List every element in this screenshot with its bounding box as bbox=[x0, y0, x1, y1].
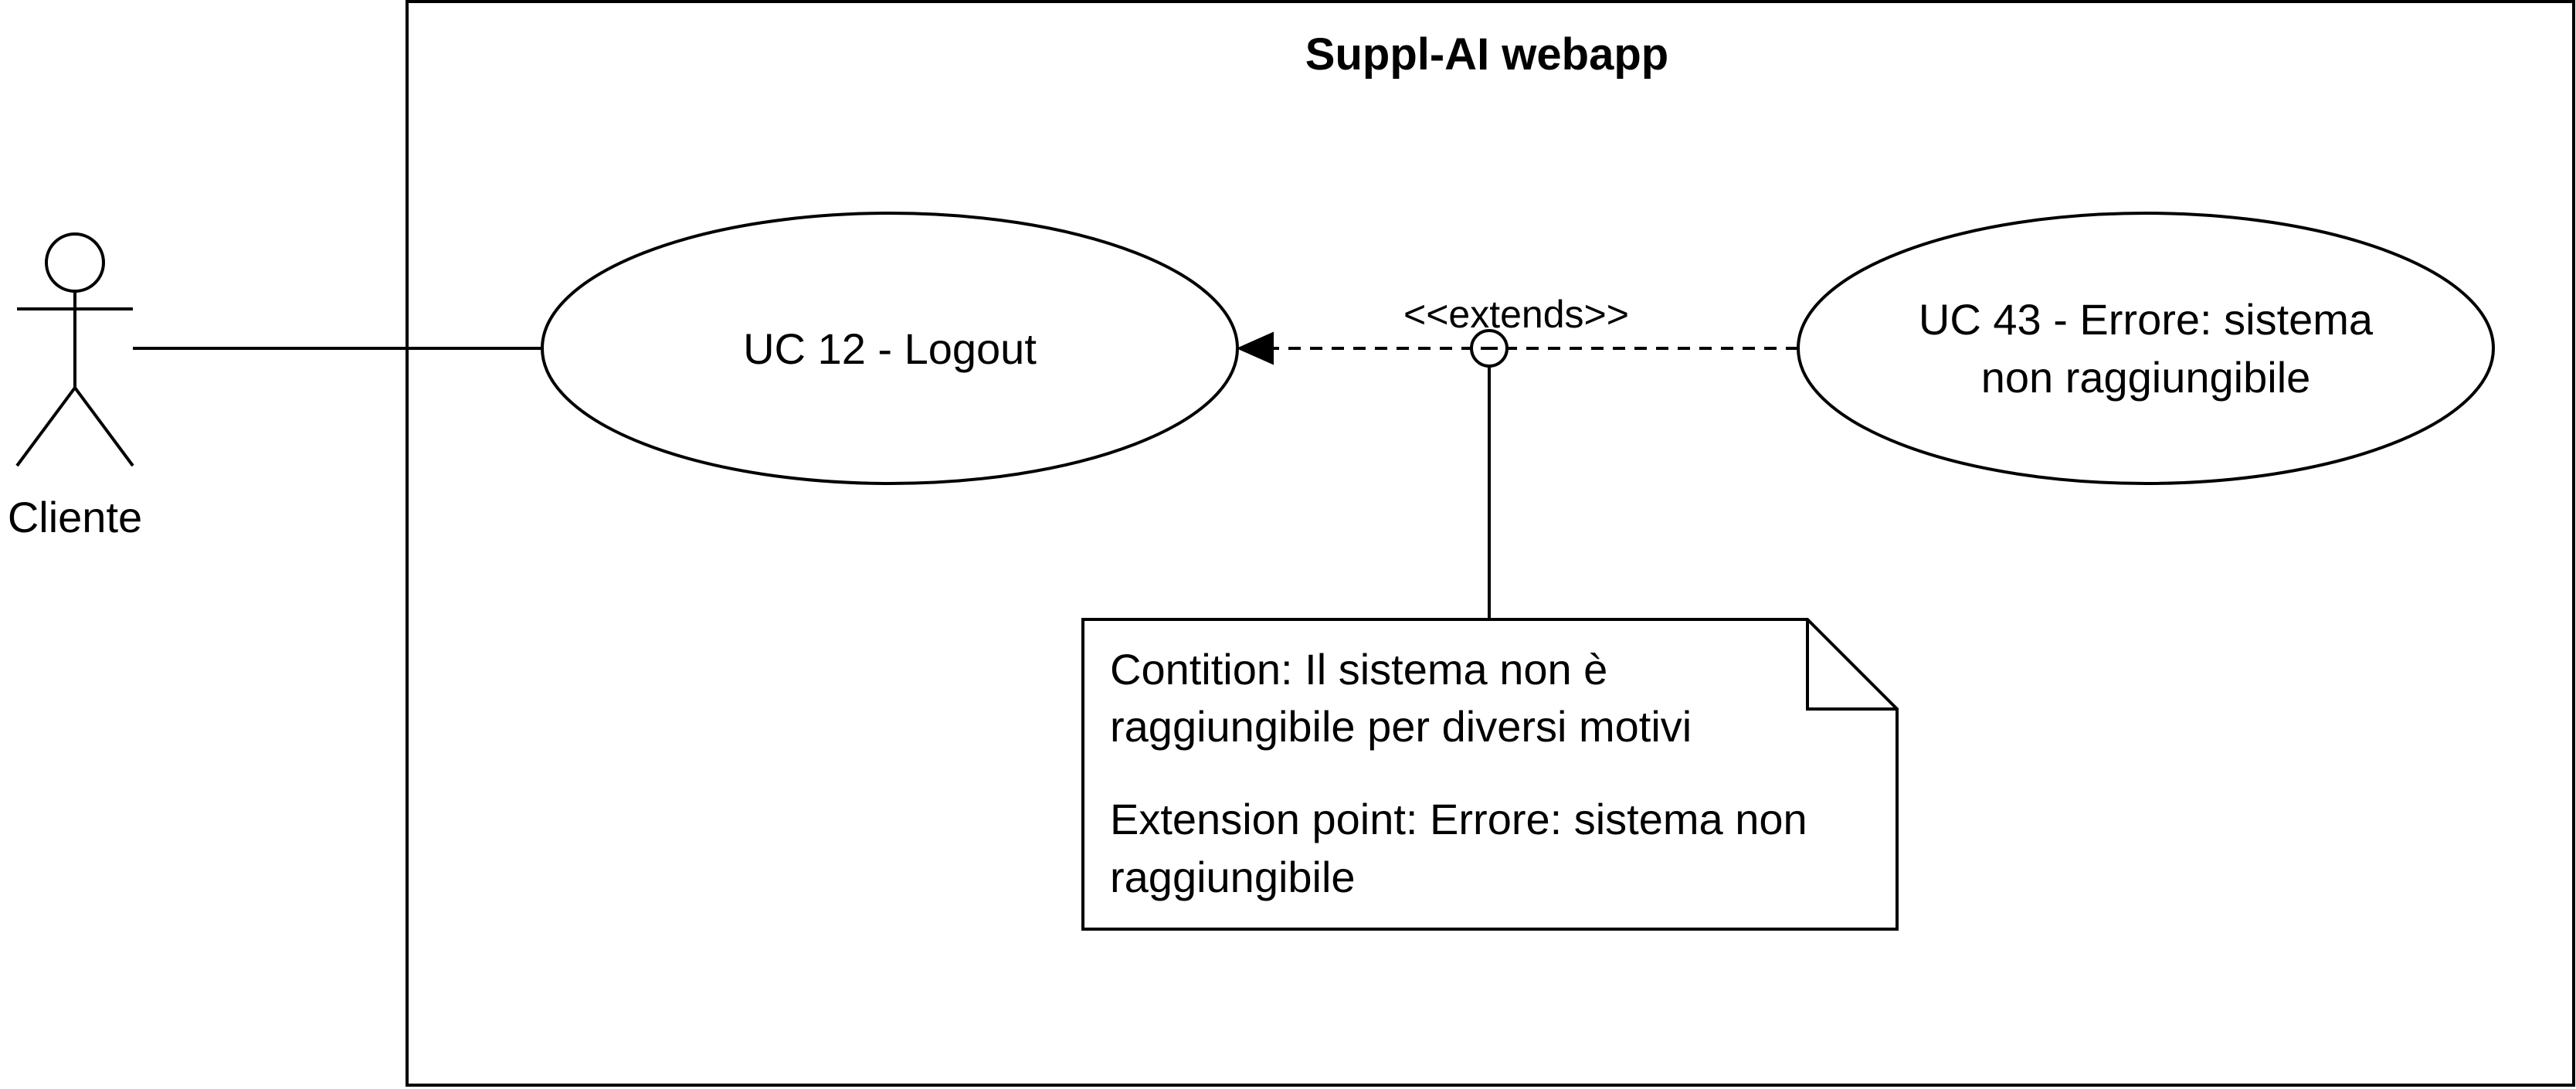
use-case-logout-label: UC 12 - Logout bbox=[743, 324, 1037, 373]
note-condition-line1: Contition: Il sistema non è bbox=[1110, 645, 1607, 694]
system-title: Suppl-AI webapp bbox=[1305, 29, 1668, 80]
use-case-error[interactable]: UC 43 - Errore: sistema non raggiungibil… bbox=[1797, 212, 2495, 485]
use-case-logout[interactable]: UC 12 - Logout bbox=[541, 212, 1239, 485]
note-extension-line1: Extension point: Errore: sistema non bbox=[1110, 795, 1807, 843]
actor-right-leg bbox=[73, 386, 134, 467]
actor-head bbox=[45, 232, 105, 293]
use-case-error-ellipse bbox=[1797, 212, 2495, 485]
condition-note[interactable]: Contition: Il sistema non è raggiungibil… bbox=[1081, 618, 1899, 931]
actor-label: Cliente bbox=[8, 493, 142, 541]
actor-left-leg bbox=[15, 386, 76, 467]
extends-stereotype: <<extends>> bbox=[1403, 293, 1629, 336]
extends-arrowhead bbox=[1236, 331, 1274, 365]
note-condition-line2: raggiungibile per diversi motivi bbox=[1110, 702, 1692, 751]
note-extension-line2: raggiungibile bbox=[1110, 853, 1356, 901]
actor-cliente[interactable] bbox=[15, 232, 134, 467]
system-boundary bbox=[406, 0, 2575, 1087]
use-case-error-label-line2: non raggiungibile bbox=[1981, 353, 2311, 402]
use-case-error-label-line1: UC 43 - Errore: sistema bbox=[1919, 295, 2374, 344]
condition-note-fold bbox=[1806, 619, 1897, 711]
condition-note-shape bbox=[1081, 618, 1899, 931]
